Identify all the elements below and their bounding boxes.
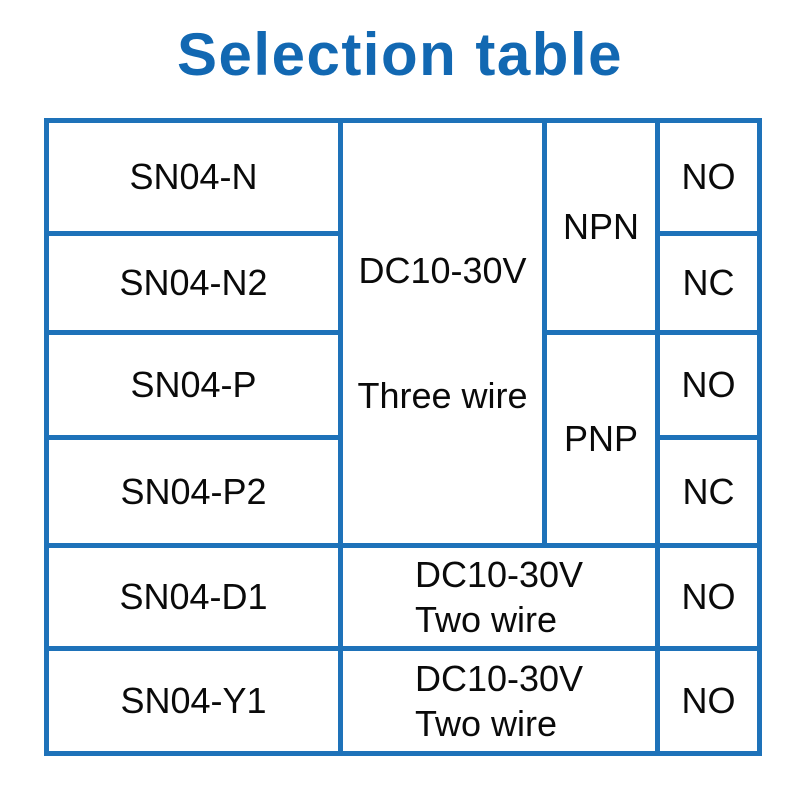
model-cell-sn04-n2: SN04-N2: [44, 231, 343, 335]
output-type-cell-npn: NPN: [542, 118, 660, 335]
contact-cell: NO: [655, 543, 762, 651]
supply-two-wire-cell: DC10-30V Two wire: [338, 543, 660, 651]
table-row: SN04-P2 NC: [44, 435, 762, 548]
wiring-text: Two wire: [414, 703, 557, 744]
model-cell-sn04-n: SN04-N: [44, 118, 343, 236]
wiring-text: Three wire: [357, 374, 528, 416]
contact-cell: NO: [655, 646, 762, 756]
model-cell-sn04-d1: SN04-D1: [44, 543, 343, 651]
voltage-text: DC10-30V: [358, 249, 527, 291]
voltage-text: DC10-30V: [414, 554, 584, 595]
contact-cell: NO: [655, 118, 762, 236]
page-title: Selection table: [177, 21, 623, 88]
table-row: SN04-P PNP NO: [44, 330, 762, 548]
supply-three-wire-cell: DC10-30V Three wire: [338, 118, 547, 548]
contact-cell: NC: [655, 435, 762, 548]
table-row: SN04-Y1 DC10-30V Two wire NO: [44, 646, 762, 756]
supply-two-wire-text: DC10-30V Two wire: [415, 552, 583, 642]
voltage-text: DC10-30V: [414, 658, 584, 699]
output-type-cell-pnp: PNP: [542, 330, 660, 548]
model-cell-sn04-p2: SN04-P2: [44, 435, 343, 548]
table-row: SN04-N DC10-30V Three wire NPN NO: [44, 118, 762, 548]
supply-two-wire-cell: DC10-30V Two wire: [338, 646, 660, 756]
supply-two-wire-text: DC10-30V Two wire: [415, 656, 583, 746]
supply-three-wire-text: DC10-30V Three wire: [343, 249, 542, 416]
table-row: SN04-N2 NC: [44, 231, 762, 335]
contact-cell: NC: [655, 231, 762, 335]
table-row: SN04-D1 DC10-30V Two wire NO: [44, 543, 762, 651]
model-cell-sn04-p: SN04-P: [44, 330, 343, 440]
selection-table: SN04-N DC10-30V Three wire NPN NO SN04-N…: [44, 118, 762, 756]
contact-cell: NO: [655, 330, 762, 440]
wiring-text: Two wire: [414, 599, 557, 640]
model-cell-sn04-y1: SN04-Y1: [44, 646, 343, 756]
